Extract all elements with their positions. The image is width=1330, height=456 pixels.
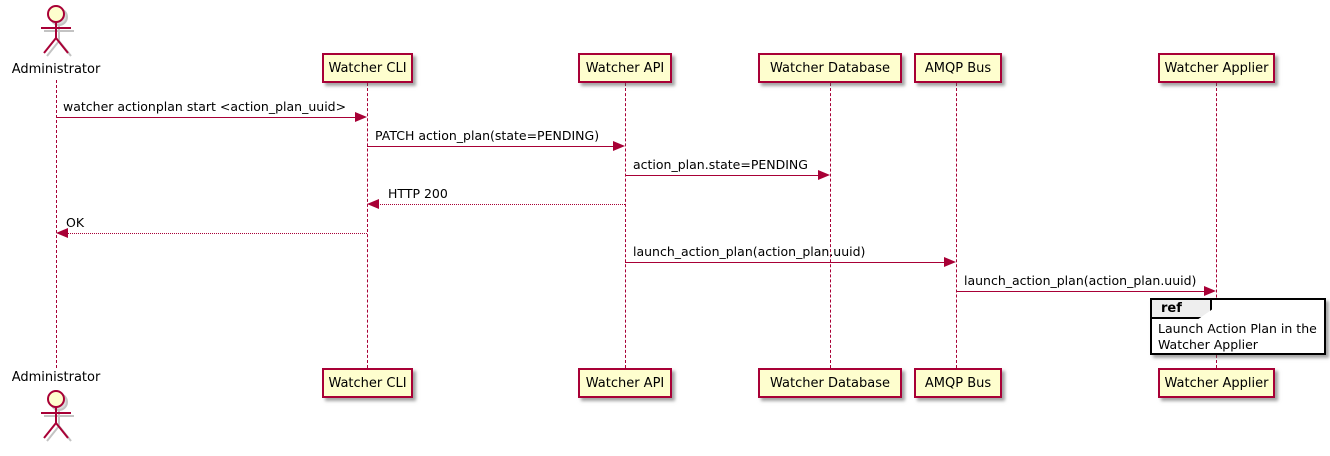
participant-amqp-bus-top: AMQP Bus	[914, 53, 1002, 83]
arrowhead-right-icon	[944, 257, 956, 267]
ref-text: Launch Action Plan in the Watcher Applie…	[1158, 321, 1317, 353]
ref-fragment: ref Launch Action Plan in the Watcher Ap…	[1150, 298, 1326, 355]
arrowhead-right-icon	[355, 112, 367, 122]
arrowhead-left-icon	[367, 199, 379, 209]
lifeline-watcher-applier	[1216, 83, 1217, 368]
message-label: launch_action_plan(action_plan.uuid)	[964, 273, 1197, 288]
actor-label-administrator-top: Administrator	[11, 62, 101, 77]
message-label: launch_action_plan(action_plan.uuid)	[633, 244, 866, 259]
message-label: PATCH action_plan(state=PENDING)	[375, 128, 600, 143]
lifeline-administrator	[56, 80, 57, 368]
message-line	[956, 291, 1205, 292]
participant-watcher-cli-bottom: Watcher CLI	[322, 368, 413, 398]
message-label: action_plan.state=PENDING	[633, 157, 808, 172]
arrowhead-right-icon	[818, 170, 830, 180]
message-label: watcher actionplan start <action_plan_uu…	[63, 99, 347, 114]
lifeline-watcher-cli	[367, 83, 368, 368]
lifeline-amqp-bus	[956, 83, 957, 368]
participant-watcher-cli-top: Watcher CLI	[322, 53, 413, 83]
message-line	[625, 262, 945, 263]
participant-watcher-applier-top: Watcher Applier	[1158, 53, 1275, 83]
ref-text-line2: Watcher Applier	[1158, 337, 1258, 352]
ref-text-line1: Launch Action Plan in the	[1158, 321, 1317, 336]
message-line	[378, 204, 625, 205]
participant-watcher-api-bottom: Watcher API	[578, 368, 672, 398]
participant-watcher-database-top: Watcher Database	[758, 53, 902, 83]
message-label: HTTP 200	[388, 186, 448, 201]
actor-icon	[41, 5, 74, 57]
ref-keyword: ref	[1150, 298, 1212, 319]
actor-label-administrator-bottom: Administrator	[11, 370, 101, 385]
message-line	[67, 233, 367, 234]
message-line	[367, 146, 614, 147]
participant-watcher-api-top: Watcher API	[578, 53, 672, 83]
participant-amqp-bus-bottom: AMQP Bus	[914, 368, 1002, 398]
arrowhead-left-icon	[56, 228, 68, 238]
participant-watcher-database-bottom: Watcher Database	[758, 368, 902, 398]
arrowhead-right-icon	[1204, 286, 1216, 296]
message-line	[56, 117, 356, 118]
arrowhead-right-icon	[613, 141, 625, 151]
lifeline-watcher-database	[830, 83, 831, 368]
actor-icon	[41, 390, 74, 442]
participant-watcher-applier-bottom: Watcher Applier	[1158, 368, 1275, 398]
lifeline-watcher-api	[625, 83, 626, 368]
message-line	[625, 175, 819, 176]
message-label: OK	[66, 215, 85, 230]
